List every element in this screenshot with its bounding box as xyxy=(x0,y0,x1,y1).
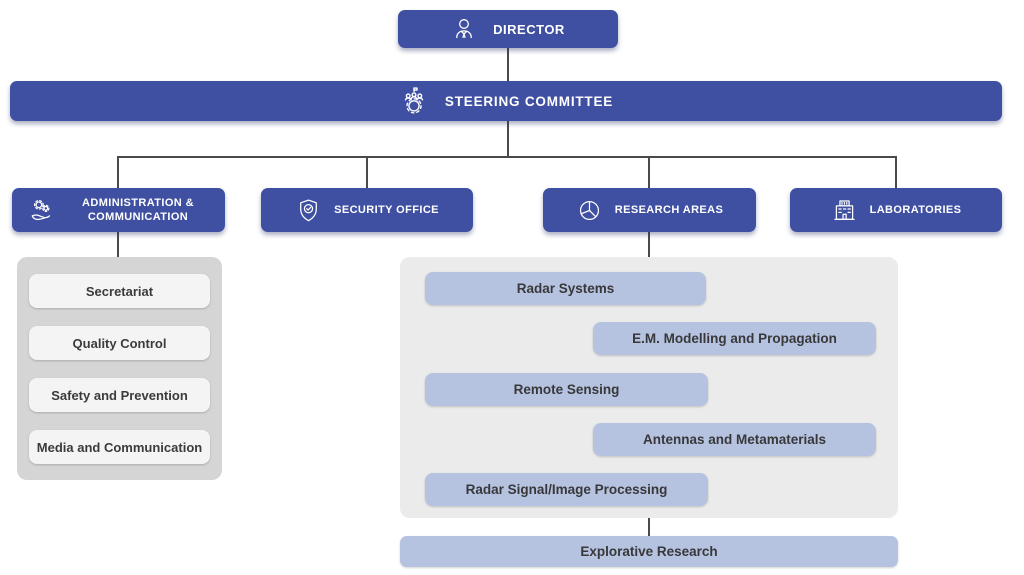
connector-drop-administration xyxy=(117,156,119,188)
connector-drop-research xyxy=(648,156,650,188)
research-area-radar-signal-processing: Radar Signal/Image Processing xyxy=(425,473,708,506)
branch-laboratories: LABORATORIES xyxy=(790,188,1002,232)
person-bust-icon xyxy=(451,16,477,42)
director-label: DIRECTOR xyxy=(493,21,565,37)
administration-panel: Secretariat Quality Control Safety and P… xyxy=(17,257,222,480)
admin-unit-secretariat: Secretariat xyxy=(29,274,210,308)
research-area-antennas-metamaterials: Antennas and Metamaterials xyxy=(593,423,876,456)
research-areas-panel: Radar Systems E.M. Modelling and Propaga… xyxy=(400,257,898,518)
connector-branch-rail xyxy=(118,156,897,158)
branch-security-office-label: SECURITY OFFICE xyxy=(334,203,439,216)
admin-unit-quality-control: Quality Control xyxy=(29,326,210,360)
research-area-remote-sensing: Remote Sensing xyxy=(425,373,708,406)
connector-research-panel xyxy=(648,232,650,257)
research-area-em-modelling: E.M. Modelling and Propagation xyxy=(593,322,876,355)
branch-administration-communication-label: ADMINISTRATION & COMMUNICATION xyxy=(82,196,194,223)
lab-building-icon xyxy=(831,197,858,224)
shield-check-icon xyxy=(295,197,322,224)
connector-director-steering xyxy=(507,48,509,81)
explorative-research-bar: Explorative Research xyxy=(400,536,898,567)
connector-drop-laboratories xyxy=(895,156,897,188)
branch-laboratories-label: LABORATORIES xyxy=(869,203,962,216)
branch-research-areas: RESEARCH AREAS xyxy=(543,188,756,232)
admin-unit-safety-prevention: Safety and Prevention xyxy=(29,378,210,412)
branch-administration-communication: ADMINISTRATION & COMMUNICATION xyxy=(12,188,225,232)
admin-unit-media-communication: Media and Communication xyxy=(29,430,210,464)
connector-drop-security xyxy=(366,156,368,188)
committee-gear-icon xyxy=(399,86,429,116)
branch-security-office: SECURITY OFFICE xyxy=(261,188,473,232)
hand-gears-icon xyxy=(29,197,56,224)
research-area-radar-systems: Radar Systems xyxy=(425,272,706,305)
director-node: DIRECTOR xyxy=(398,10,618,48)
pie-chart-icon xyxy=(576,197,603,224)
connector-administration-panel xyxy=(117,232,119,257)
steering-committee-node: STEERING COMMITTEE xyxy=(10,81,1002,121)
steering-committee-label: STEERING COMMITTEE xyxy=(444,93,614,109)
branch-research-areas-label: RESEARCH AREAS xyxy=(614,203,724,216)
connector-panel-explorative xyxy=(648,518,650,536)
connector-steering-trunk xyxy=(507,121,509,157)
